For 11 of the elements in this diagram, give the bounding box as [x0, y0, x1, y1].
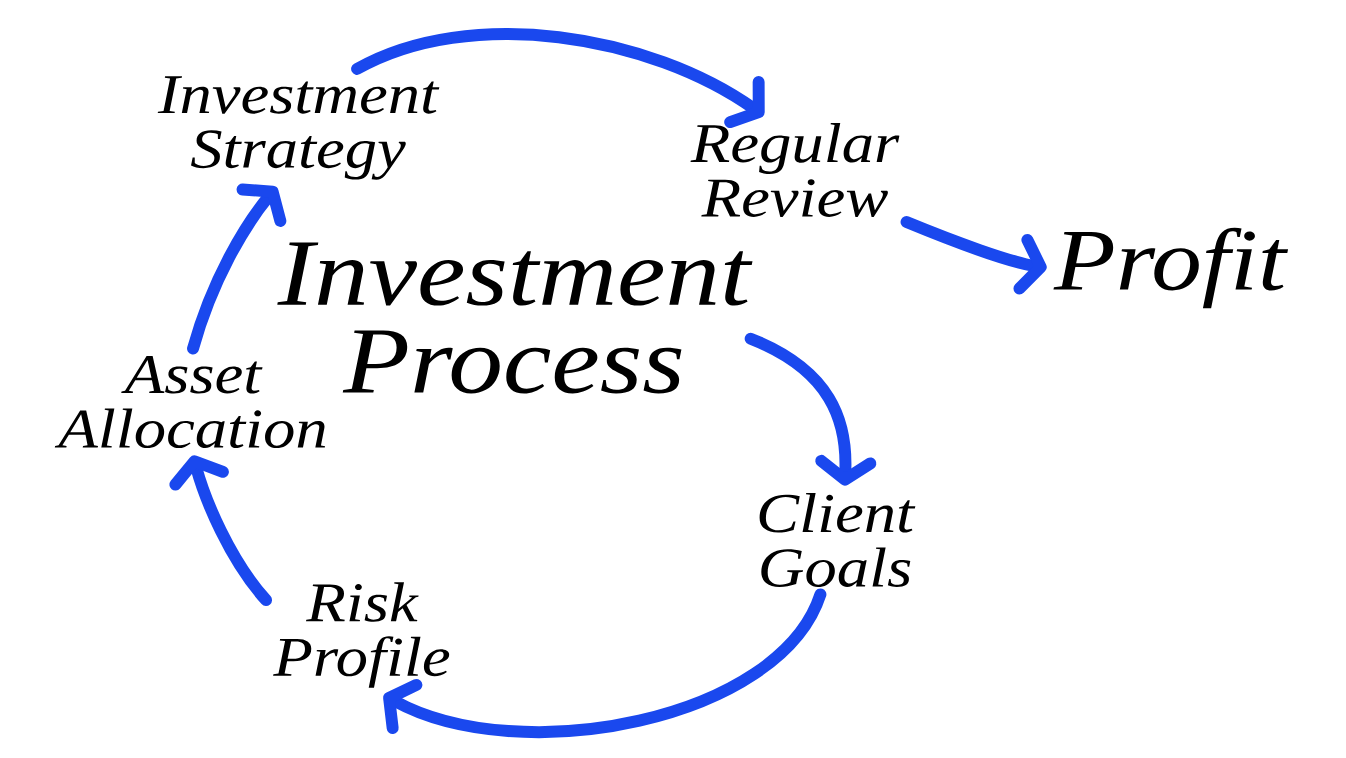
- arrow: [187, 183, 287, 355]
- arrow: [351, 28, 765, 129]
- step-label: Client Goals: [759, 493, 916, 588]
- arrow: [744, 332, 877, 486]
- arrow: [383, 588, 827, 738]
- step-label: Investment Strategy: [157, 76, 440, 180]
- step-label: Regular Review: [690, 123, 900, 217]
- step-label: Risk Profile: [273, 582, 450, 688]
- result-label: Profit: [1053, 227, 1289, 309]
- arrow: [900, 216, 1047, 295]
- arrow: [169, 455, 272, 607]
